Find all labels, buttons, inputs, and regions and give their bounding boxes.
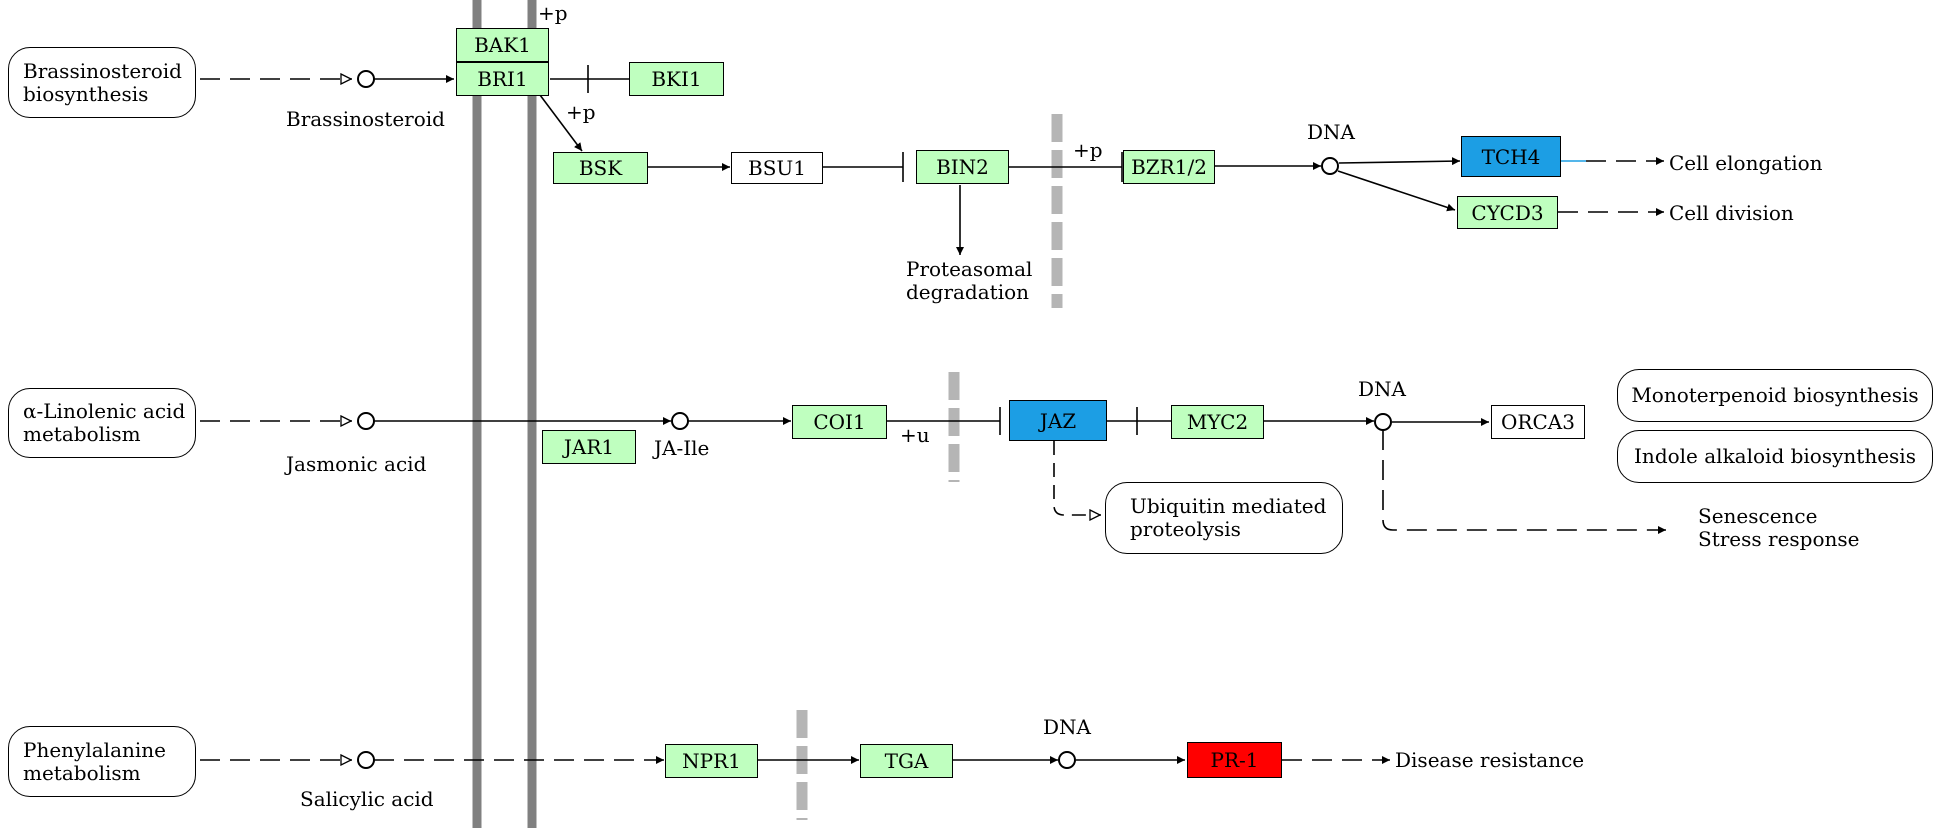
outcome-disease-resistance: Disease resistance <box>1395 748 1585 772</box>
compound-node-brassinosteroid <box>357 70 375 88</box>
dna-node-top <box>1321 157 1339 175</box>
compound-label-ja-ile: JA-Ile <box>654 436 710 460</box>
outcome-senescence-stress-response: Senescence Stress response <box>1698 505 1860 551</box>
gene-bzr12[interactable]: BZR1/2 <box>1123 150 1215 184</box>
gene-tga[interactable]: TGA <box>860 744 953 778</box>
dna-label-top: DNA <box>1307 120 1355 144</box>
compound-label-jasmonic-acid: Jasmonic acid <box>286 452 427 476</box>
compound-label-salicylic-acid: Salicylic acid <box>300 787 434 811</box>
map-brassinosteroid-biosynthesis[interactable]: Brassinosteroid biosynthesis <box>8 47 196 118</box>
gene-jar1[interactable]: JAR1 <box>542 430 636 464</box>
compound-label-brassinosteroid: Brassinosteroid <box>286 107 445 131</box>
dna-node-middle <box>1374 413 1392 431</box>
gene-bsu1[interactable]: BSU1 <box>731 152 823 184</box>
link-bri1-to-bsk <box>539 94 583 152</box>
link-dna-to-tch4 <box>1338 157 1461 166</box>
gene-bak1[interactable]: BAK1 <box>456 28 549 62</box>
outcome-cell-elongation: Cell elongation <box>1669 151 1823 175</box>
phosphorylation-label-bsk: +p <box>566 100 596 124</box>
dna-label-bottom: DNA <box>1043 715 1091 739</box>
compound-node-ja-ile <box>671 412 689 430</box>
gene-jaz[interactable]: JAZ <box>1009 400 1107 441</box>
gene-orca3[interactable]: ORCA3 <box>1491 405 1585 439</box>
phosphorylation-label-bzr: +p <box>1073 138 1103 162</box>
label-line: Proteasomal <box>906 257 1033 281</box>
map-label: Monoterpenoid biosynthesis <box>1631 383 1919 407</box>
map-label: metabolism <box>23 422 141 446</box>
map-label: Brassinosteroid <box>23 58 182 83</box>
gene-bsk[interactable]: BSK <box>553 152 648 184</box>
dna-node-bottom <box>1058 751 1076 769</box>
gene-npr1[interactable]: NPR1 <box>665 744 758 778</box>
link-jaz-to-ubiquitin <box>1053 441 1101 515</box>
gene-myc2[interactable]: MYC2 <box>1171 405 1264 439</box>
map-alpha-linolenic-metabolism[interactable]: α-Linolenic acid metabolism <box>8 388 196 458</box>
map-ubiquitin-mediated-proteolysis[interactable]: Ubiquitin mediated proteolysis <box>1105 482 1343 554</box>
dna-label-middle: DNA <box>1358 377 1406 401</box>
compound-node-jasmonic-acid <box>357 412 375 430</box>
map-label: proteolysis <box>1130 517 1241 541</box>
label-proteasomal-degradation: Proteasomal degradation <box>906 258 1032 304</box>
link-dna-to-senescence <box>1382 430 1666 534</box>
outcome-cell-division: Cell division <box>1669 201 1794 225</box>
map-label: Ubiquitin mediated <box>1130 494 1327 518</box>
gene-bin2[interactable]: BIN2 <box>916 150 1009 184</box>
map-monoterpenoid-biosynthesis[interactable]: Monoterpenoid biosynthesis <box>1617 369 1933 422</box>
label-line: Stress response <box>1698 527 1860 551</box>
map-indole-alkaloid-biosynthesis[interactable]: Indole alkaloid biosynthesis <box>1617 430 1933 483</box>
gene-bki1[interactable]: BKI1 <box>629 62 724 96</box>
map-label: α-Linolenic acid <box>23 399 186 423</box>
compound-node-salicylic-acid <box>357 751 375 769</box>
label-line: Senescence <box>1698 504 1818 528</box>
gene-tch4[interactable]: TCH4 <box>1461 136 1561 177</box>
ubiquitination-label: +u <box>900 423 930 447</box>
label-line: degradation <box>906 280 1030 304</box>
link-dna-to-cycd3 <box>1337 170 1456 212</box>
gene-pr1[interactable]: PR-1 <box>1187 742 1282 778</box>
map-label: biosynthesis <box>23 81 149 106</box>
phosphorylation-label-bri1: +p <box>538 1 568 25</box>
map-phenylalanine-metabolism[interactable]: Phenylalanine metabolism <box>8 726 196 797</box>
map-label: Phenylalanine <box>23 737 166 762</box>
gene-bri1[interactable]: BRI1 <box>456 62 549 96</box>
map-label: Indole alkaloid biosynthesis <box>1634 444 1916 468</box>
gene-cycd3[interactable]: CYCD3 <box>1457 196 1558 229</box>
gene-coi1[interactable]: COI1 <box>792 405 887 439</box>
map-label: metabolism <box>23 760 141 785</box>
